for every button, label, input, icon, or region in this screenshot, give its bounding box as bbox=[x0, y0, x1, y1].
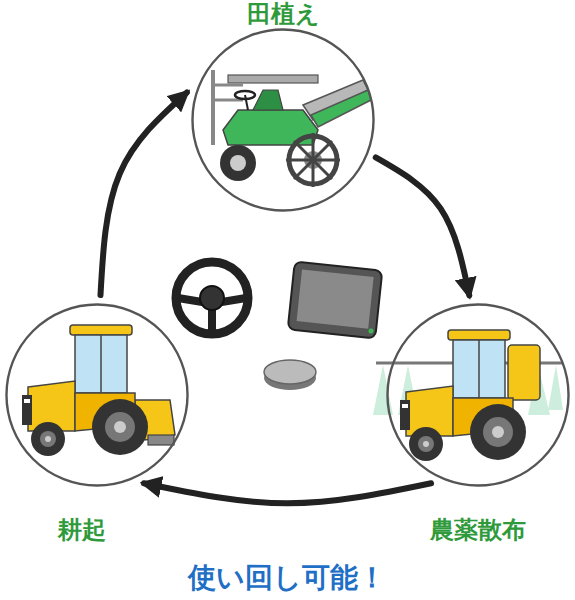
cycle-arrow bbox=[376, 157, 470, 295]
stage-circle: 耕起 bbox=[5, 303, 189, 487]
rice-transplanter bbox=[213, 70, 371, 187]
tractor-tiller bbox=[22, 325, 175, 456]
circle-outline bbox=[191, 28, 375, 212]
monitor bbox=[288, 262, 383, 339]
circle-outline bbox=[386, 303, 570, 487]
stage-heading: 田植え bbox=[247, 1, 320, 27]
steering-wheel bbox=[176, 262, 248, 334]
circle-outline bbox=[5, 303, 189, 487]
slogan: 使い回し可能！ bbox=[188, 563, 386, 594]
gps-antenna bbox=[264, 360, 316, 390]
stage-heading: 農薬散布 bbox=[430, 517, 526, 543]
cycle-arrow bbox=[100, 92, 186, 295]
stage-heading: 耕起 bbox=[58, 517, 106, 543]
stage-circle: 田植え bbox=[191, 28, 375, 212]
stage-circle: 農薬散布 bbox=[386, 303, 570, 487]
cycle-arrow bbox=[144, 483, 431, 503]
